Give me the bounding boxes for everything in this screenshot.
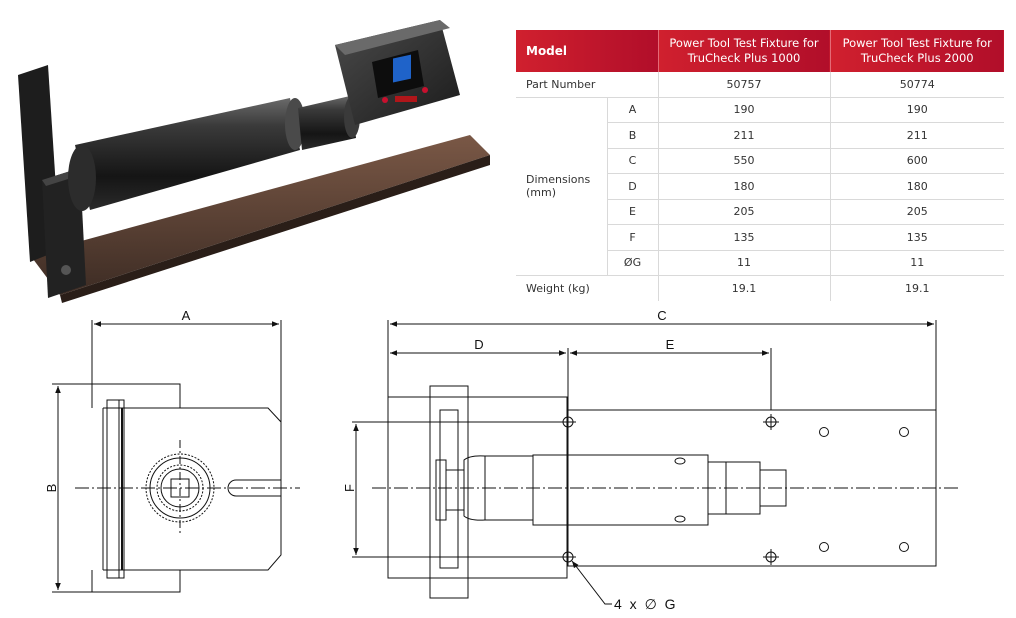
dimensions-label: Dimensions(mm) bbox=[516, 97, 608, 276]
dim-value-1000: 211 bbox=[658, 122, 831, 149]
dim-key: C bbox=[607, 148, 659, 174]
part-number-label: Part Number bbox=[516, 72, 659, 98]
dim-label-d: D bbox=[474, 337, 483, 352]
plate-hole bbox=[899, 542, 909, 552]
table-row-dim-g: ØG 11 11 bbox=[516, 250, 1004, 276]
dim-key: D bbox=[607, 173, 659, 200]
header-model-1000-line2: TruCheck Plus 1000 bbox=[687, 51, 801, 65]
end-view bbox=[52, 320, 300, 593]
dim-value-2000: 190 bbox=[830, 97, 1004, 123]
dim-label-b: B bbox=[44, 484, 59, 493]
table-row-dim-d: D 180 180 bbox=[516, 173, 1004, 200]
dim-label-a: A bbox=[182, 308, 191, 323]
part-number-1000: 50757 bbox=[658, 72, 831, 98]
header-model: Model bbox=[516, 30, 659, 72]
dim-value-2000: 135 bbox=[830, 224, 1004, 251]
table-row-dim-a: Dimensions(mm) A 190 190 bbox=[516, 97, 1004, 276]
dim-key: E bbox=[607, 199, 659, 225]
table-row-dim-b: B 211 211 bbox=[516, 122, 1004, 149]
table-row-dim-f: F 135 135 bbox=[516, 224, 1004, 251]
dim-key: F bbox=[607, 224, 659, 251]
table-row-dim-c: C 550 600 bbox=[516, 148, 1004, 174]
mount-hole bbox=[763, 414, 779, 430]
product-photo bbox=[18, 20, 490, 303]
table-row-weight: Weight (kg) 19.1 19.1 bbox=[516, 275, 1004, 301]
dim-value-1000: 180 bbox=[658, 173, 831, 200]
plate-hole bbox=[819, 427, 829, 437]
table-row-part-number: Part Number 50757 50774 bbox=[516, 72, 1004, 98]
mount-hole bbox=[560, 549, 576, 565]
dim-value-2000: 11 bbox=[830, 250, 1004, 276]
mount-hole bbox=[763, 549, 779, 565]
dim-value-2000: 205 bbox=[830, 199, 1004, 225]
dim-value-1000: 135 bbox=[658, 224, 831, 251]
table-row-dim-e: E 205 205 bbox=[516, 199, 1004, 225]
dim-value-1000: 205 bbox=[658, 199, 831, 225]
part-number-2000: 50774 bbox=[830, 72, 1004, 98]
header-model-2000-line1: Power Tool Test Fixture for bbox=[842, 36, 992, 50]
dim-label-c: C bbox=[657, 308, 666, 323]
mount-hole bbox=[560, 414, 576, 430]
dim-label-f: F bbox=[342, 484, 357, 492]
dim-key: B bbox=[607, 122, 659, 149]
dim-key: ØG bbox=[607, 250, 659, 276]
dimensions-label-line1: Dimensions bbox=[526, 173, 591, 187]
dim-value-2000: 600 bbox=[830, 148, 1004, 174]
weight-label: Weight (kg) bbox=[516, 275, 659, 301]
dim-value-2000: 211 bbox=[830, 122, 1004, 149]
side-view bbox=[352, 320, 958, 605]
header-model-2000-line2: TruCheck Plus 2000 bbox=[860, 51, 974, 65]
header-model-1000-line1: Power Tool Test Fixture for bbox=[669, 36, 819, 50]
dim-value-1000: 190 bbox=[658, 97, 831, 123]
dim-value-1000: 550 bbox=[658, 148, 831, 174]
dim-label-e: E bbox=[666, 337, 675, 352]
dim-value-2000: 180 bbox=[830, 173, 1004, 200]
hole-callout-leader bbox=[571, 560, 612, 605]
dim-value-1000: 11 bbox=[658, 250, 831, 276]
dim-key: A bbox=[607, 97, 659, 123]
weight-2000: 19.1 bbox=[905, 281, 930, 295]
weight-1000: 19.1 bbox=[658, 275, 831, 301]
technical-drawing: A B C D E F 4 x ∅ G bbox=[44, 308, 958, 612]
plate-hole bbox=[899, 427, 909, 437]
plate-hole bbox=[819, 542, 829, 552]
hole-callout-label: 4 x ∅ G bbox=[614, 596, 678, 612]
dimensions-label-line2: (mm) bbox=[526, 186, 557, 200]
